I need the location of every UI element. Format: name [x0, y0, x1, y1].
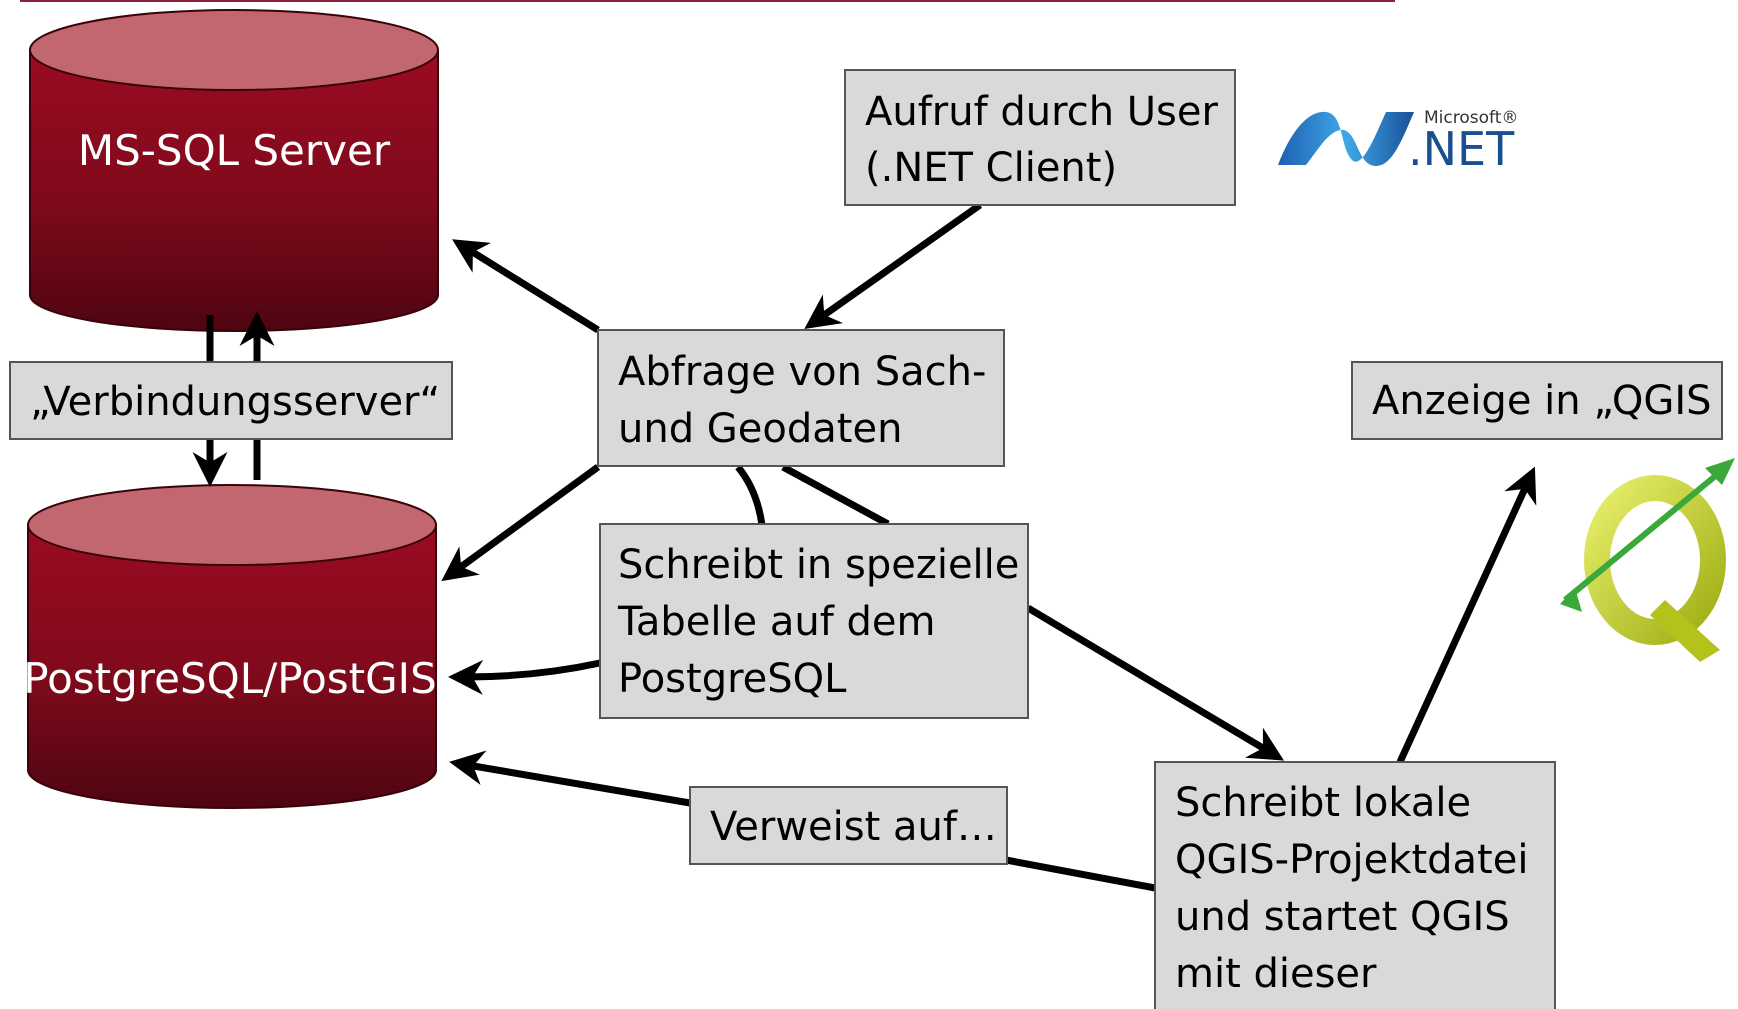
box-schreibt-tabelle: Schreibt in spezielle Tabelle auf dem Po… [599, 523, 1029, 719]
arrow-projekt-to-anzeige [1396, 466, 1537, 764]
connectors [192, 202, 1537, 892]
dotnet-wave-icon [1278, 111, 1414, 166]
arrow-verweist-to-postgres [449, 750, 691, 807]
qgis-logo [1560, 458, 1735, 662]
postgres-database: PostgreSQL/PostGIS [23, 484, 437, 809]
schreibt-projekt-line-4: mit dieser [1175, 951, 1377, 997]
anzeige-label: Anzeige in „QGIS [1372, 378, 1712, 424]
box-abfrage: Abfrage von Sach- und Geodaten [597, 329, 1005, 467]
box-verbindungsserver: „Verbindungsserver“ [9, 361, 453, 440]
postgres-label: PostgreSQL/PostGIS [23, 654, 436, 703]
box-schreibt-projekt: Schreibt lokale QGIS-Projektdatei und st… [1154, 761, 1556, 1009]
dotnet-logo: Microsoft® .NET [1278, 108, 1518, 176]
mssql-database: MS-SQL Server [29, 9, 439, 332]
abfrage-line-2: und Geodaten [618, 406, 902, 452]
aufruf-line-1: Aufruf durch User [865, 89, 1218, 135]
box-verweist: Verweist auf… [689, 786, 1008, 865]
arrow-abfrage-to-mssql [452, 239, 600, 333]
box-anzeige: Anzeige in „QGIS [1351, 361, 1723, 440]
schreibt-tabelle-line-3: PostgreSQL [618, 656, 847, 702]
qgis-q-tail [1650, 600, 1720, 662]
qgis-q-ring [1584, 475, 1726, 645]
arrow-aufruf-to-abfrage [804, 202, 983, 330]
arrow-schreibt-to-postgres [448, 659, 601, 695]
schreibt-projekt-line-3: und startet QGIS [1175, 894, 1510, 940]
aufruf-line-2: (.NET Client) [865, 145, 1117, 191]
arrow-abfrage-to-projekt-part1 [781, 463, 890, 528]
abfrage-line-1: Abfrage von Sach- [618, 349, 986, 395]
dotnet-brand: Microsoft® [1424, 108, 1518, 128]
box-aufruf: Aufruf durch User (.NET Client) [844, 69, 1236, 206]
dotnet-name: .NET [1408, 122, 1515, 176]
schreibt-projekt-line-1: Schreibt lokale [1175, 780, 1471, 826]
arrow-abfrage-to-postgres [441, 464, 601, 582]
line-projekt-to-verweist [1005, 856, 1156, 892]
schreibt-projekt-line-2: QGIS-Projektdatei [1175, 837, 1528, 883]
verweist-label: Verweist auf… [710, 804, 997, 850]
qgis-arrow-tail [1560, 588, 1582, 612]
schreibt-tabelle-line-1: Schreibt in spezielle [618, 542, 1019, 588]
arrow-abfrage-to-projekt-part2 [1026, 604, 1285, 761]
qgis-arrow-shaft [1563, 465, 1727, 603]
curve-abfrage-to-schreibt [735, 464, 766, 526]
verbindungsserver-label: „Verbindungsserver“ [30, 379, 440, 425]
mssql-label: MS-SQL Server [78, 126, 391, 175]
qgis-arrow-head [1705, 458, 1735, 485]
schreibt-tabelle-line-2: Tabelle auf dem [617, 599, 936, 645]
